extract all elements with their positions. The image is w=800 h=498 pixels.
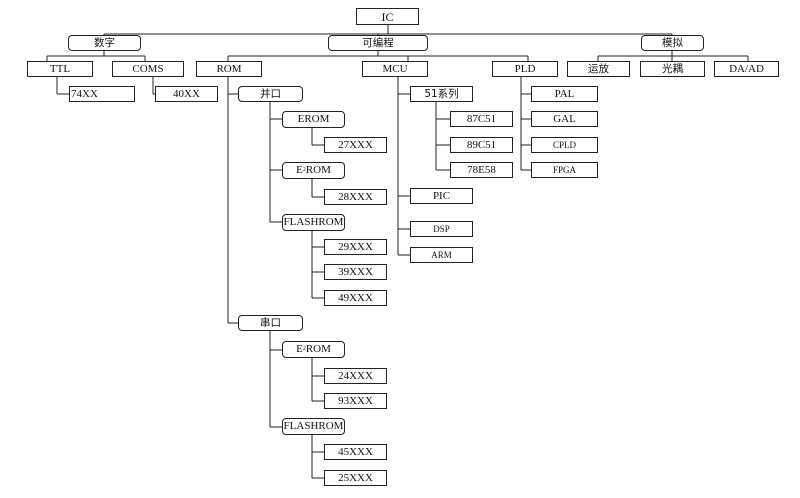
node-dsp: DSP (410, 221, 473, 237)
node-rom: ROM (196, 61, 262, 77)
node-25xxx: 25XXX (324, 470, 387, 486)
node-mcu: MCU (362, 61, 428, 77)
node-da-ad: DA/AD (714, 61, 779, 77)
node-49xxx: 49XXX (324, 290, 387, 306)
node-29xxx: 29XXX (324, 239, 387, 255)
node-gal: GAL (531, 111, 598, 127)
node-74xx: 74XX (69, 86, 135, 102)
node-78e58: 78E58 (450, 162, 513, 178)
node-pic: PIC (410, 188, 473, 204)
node-87c51: 87C51 (450, 111, 513, 127)
node-89c51: 89C51 (450, 137, 513, 153)
node-45xxx: 45XXX (324, 444, 387, 460)
node-arm: ARM (410, 247, 473, 263)
node-pal: PAL (531, 86, 598, 102)
node-analog: 模拟 (641, 35, 704, 51)
node-programmable: 可编程 (328, 35, 428, 51)
node-40xx: 40XX (155, 86, 218, 102)
node-51-series: 51系列 (410, 86, 473, 102)
serial-e2rom-suffix: ROM (305, 343, 331, 355)
node-ic: IC (356, 8, 419, 25)
node-coms: COMS (112, 61, 184, 77)
node-fpga: FPGA (531, 162, 598, 178)
node-parallel: 并口 (238, 86, 303, 102)
e2rom-suffix: ROM (305, 164, 331, 176)
node-93xxx: 93XXX (324, 393, 387, 409)
serial-e2rom-prefix: E (296, 343, 303, 355)
node-erom: EROM (282, 111, 345, 128)
node-digital: 数字 (68, 35, 141, 51)
e2rom-prefix: E (296, 164, 303, 176)
node-cpld: CPLD (531, 137, 598, 153)
node-27xxx: 27XXX (324, 137, 387, 153)
node-flashrom: FLASHROM (282, 214, 345, 231)
node-39xxx: 39XXX (324, 264, 387, 280)
node-24xxx: 24XXX (324, 368, 387, 384)
serial-e2rom-superscript: 2 (302, 345, 306, 352)
node-ttl: TTL (27, 61, 93, 77)
e2rom-superscript: 2 (302, 166, 306, 173)
node-optocoupler: 光耦 (640, 61, 705, 77)
node-op-amp: 运放 (567, 61, 630, 77)
node-28xxx: 28XXX (324, 189, 387, 205)
node-serial-flashrom: FLASHROM (282, 418, 345, 435)
node-serial: 串口 (238, 315, 303, 331)
node-pld: PLD (492, 61, 558, 77)
